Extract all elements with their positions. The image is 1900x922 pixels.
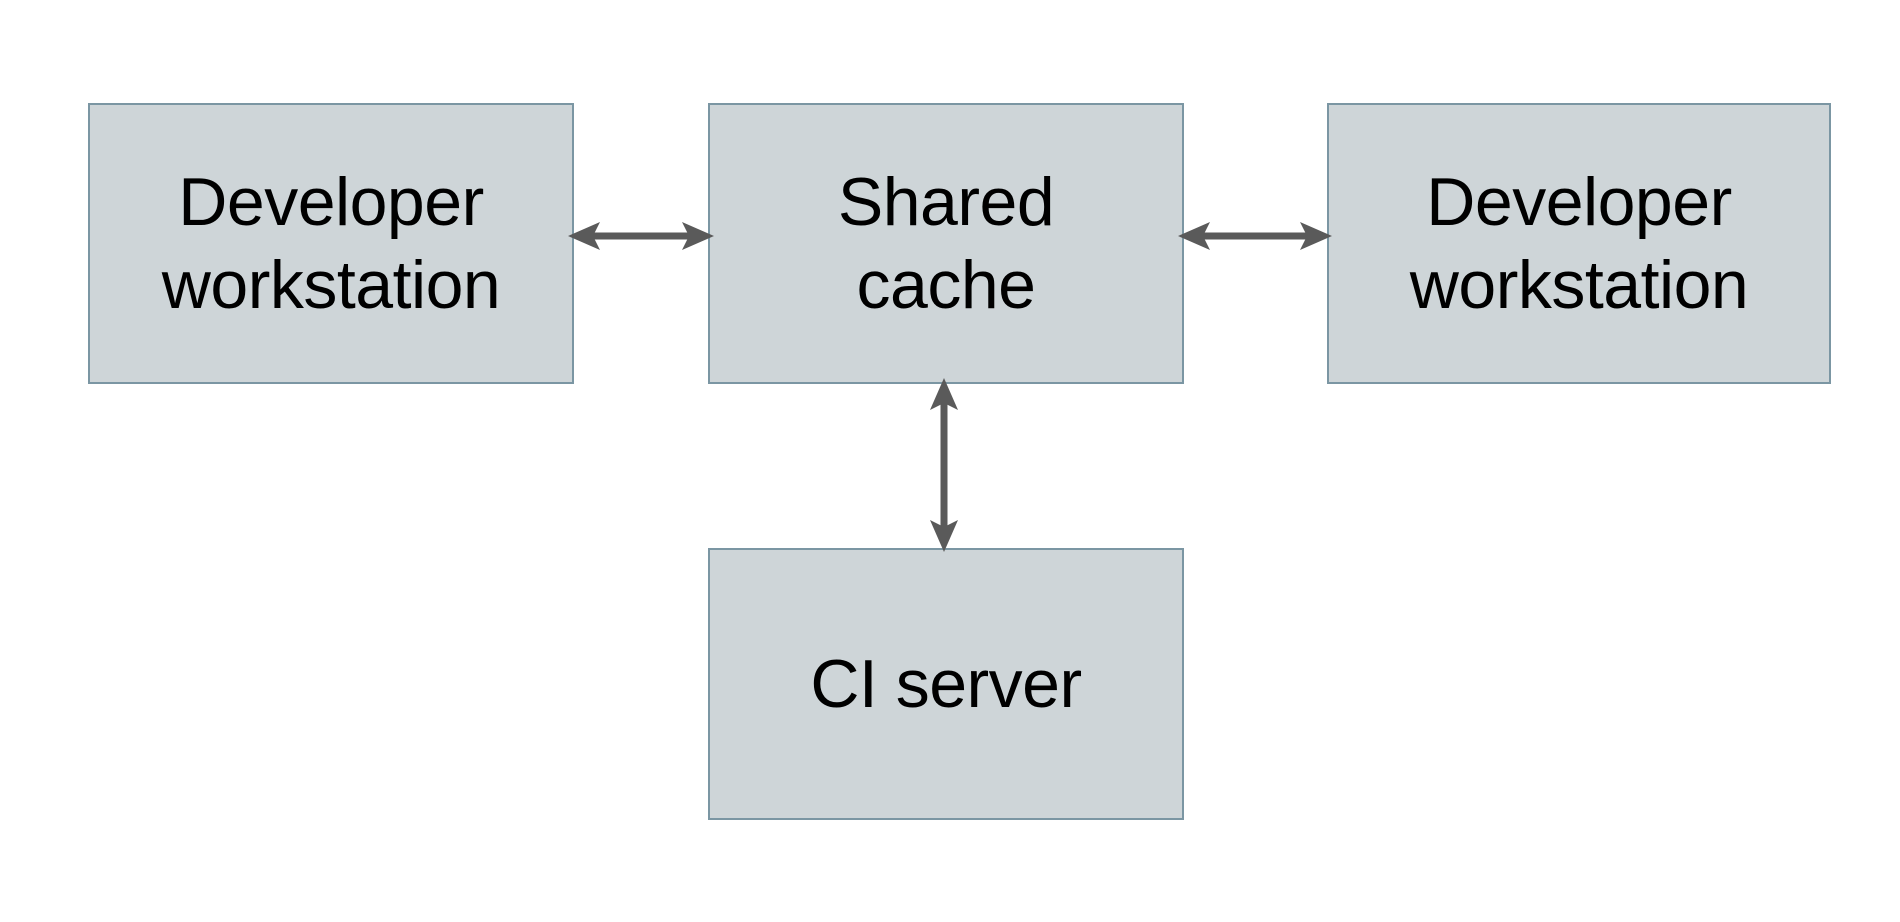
node-label: Shared cache bbox=[837, 163, 1055, 323]
node-ci-server[interactable]: CI server bbox=[708, 548, 1184, 820]
node-developer-workstation-left[interactable]: Developer workstation bbox=[88, 103, 574, 384]
node-developer-workstation-right[interactable]: Developer workstation bbox=[1327, 103, 1831, 384]
connector-cache-to-right-double-arrow-icon[interactable] bbox=[1176, 210, 1334, 262]
node-shared-cache[interactable]: Shared cache bbox=[708, 103, 1184, 384]
connector-left-to-cache-double-arrow-icon[interactable] bbox=[566, 210, 716, 262]
node-label: CI server bbox=[810, 645, 1082, 722]
node-label: Developer workstation bbox=[1409, 163, 1749, 323]
node-label: Developer workstation bbox=[161, 163, 501, 323]
connector-cache-to-ci-double-arrow-icon[interactable] bbox=[918, 376, 970, 554]
